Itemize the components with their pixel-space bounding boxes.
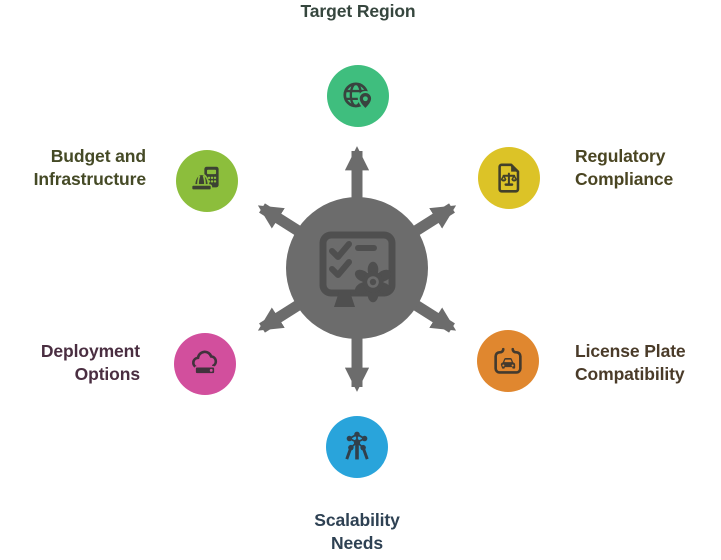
hub-circle xyxy=(286,197,428,339)
checklist-gear-monitor-icon xyxy=(319,231,396,307)
